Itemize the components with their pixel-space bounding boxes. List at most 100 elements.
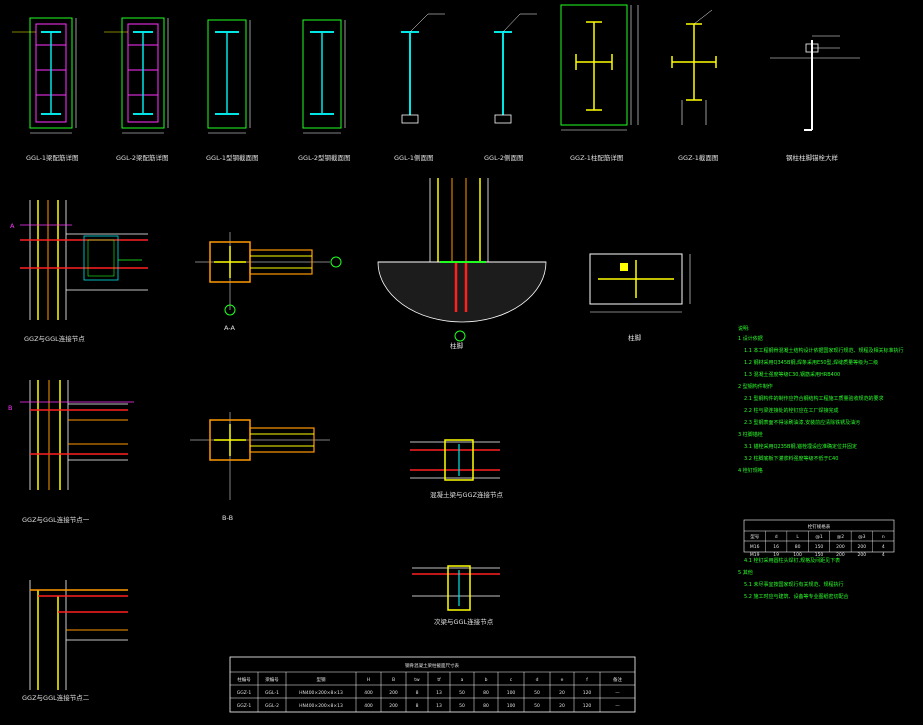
table-header-cell: a [461,678,464,683]
notes-line: 5 其他 [738,569,753,576]
stud-cell: M16 [750,544,760,550]
table-header-cell: tf [437,677,441,683]
table-cell: — [615,691,620,696]
detail-joint-one [20,380,134,490]
notes-line: 1.2 钢材采用Q345B钢,焊条采用E50型,焊缝质量等级为二级 [744,359,878,366]
notes-line: 3.1 锚栓采用Q235B钢,锚栓埋设应准确定位并固定 [744,443,857,450]
stud-header-cell: 型号 [750,533,759,540]
label-joint-two: GGZ与GGL连接节点二 [22,693,90,702]
detail-ggl2-side [494,13,537,124]
table-header-cell: b [485,677,488,683]
label-section-aa: A-A [224,324,236,332]
stud-header-cell: d [775,534,778,540]
label-ggz1-rebar: GGZ-1柱配筋详图 [570,153,623,162]
notes-line: 2 型钢构件制作 [738,383,773,390]
table-cell: 50 [534,690,540,696]
detail-anchor-bolt [770,35,860,131]
table-cell: 100 [507,703,516,709]
notes-line: 3.2 柱脚底板下灌浆料强度等级不低于C40 [744,455,838,462]
table-cell: GGZ-1 [237,690,252,696]
table-header-cell: 梁编号 [265,676,279,683]
table-cell: 8 [416,703,419,709]
table-cell: 80 [483,690,489,696]
section-tag-a: A [10,222,15,230]
stud-cell: 150 [815,544,824,550]
notes-line: 4.1 栓钉采用圆柱头焊钉,规格及间距见下表 [744,557,840,564]
table-header-cell: tw [414,677,420,683]
notes-line: 4 栓钉规格 [738,467,763,474]
stud-cell: 200 [858,552,867,558]
notes-line: 1.1 本工程钢骨混凝土结构设计依据国家现行规范、规程及相关标准执行 [744,347,904,354]
notes-line: 2.1 型钢构件的制作应符合钢结构工程施工质量验收规范的要求 [744,395,884,402]
stud-header-cell: L [796,534,799,540]
table-header-cell: H [367,677,370,683]
label-secondary-beam-joint: 次梁与GGL连接节点 [434,617,494,626]
label-ggl2-side: GGL-2侧面图 [484,153,524,162]
table-cell: 400 [364,690,373,696]
detail-ggz1-rebar [560,4,639,131]
detail-ggl1-rebar [12,17,77,134]
table-header-cell: 备注 [613,676,622,683]
detail-ggl2-section [302,19,346,134]
table-cell: 200 [389,703,398,709]
table-cell: HN400×200×8×13 [299,703,343,709]
stud-cell: 150 [815,552,824,558]
table-cell: GGL-1 [265,690,279,696]
label-ggz1-section: GGZ-1截面图 [678,153,718,162]
stud-cell: 80 [795,544,801,550]
notes-line: 5.2 施工时应与建筑、设备等专业图纸密切配合 [744,593,849,600]
design-notes: 说明: 1 设计依据 1.1 本工程钢骨混凝土结构设计依据国家现行规范、规程及相关… [738,325,904,600]
notes-line: 5.1 未尽事宜按国家现行有关规范、规程执行 [744,581,844,588]
table-header-cell: 型钢 [317,676,326,683]
notes-line: 1 设计依据 [738,335,763,342]
stud-table-title: 栓钉规格表 [808,523,831,530]
table-cell: 100 [507,690,516,696]
stud-header-cell: @2 [837,534,845,540]
table-cell: 50 [534,703,540,709]
table-cell: 200 [389,690,398,696]
detail-column-base [377,178,547,342]
table-header-cell: f [586,677,588,683]
table-cell: 50 [459,703,465,709]
table-cell: 80 [483,703,489,709]
stud-cell: 200 [858,544,867,550]
detail-joint-1 [20,200,148,320]
detail-secondary-beam-joint [412,565,500,611]
table-cell: HN400×200×8×13 [299,690,343,696]
detail-ggl1-section [207,19,251,134]
table-cell: 8 [416,690,419,696]
detail-concrete-beam-joint [410,439,500,481]
detail-base-plate [589,253,691,313]
notes-title: 说明: [738,325,750,332]
label-joint-1: GGZ与GGL连接节点 [24,334,85,343]
label-anchor-bolt: 钢柱柱脚锚栓大样 [786,153,839,162]
table-title: 钢骨混凝土梁柱截面尺寸表 [405,662,459,669]
table-cell: 13 [436,690,442,696]
stud-cell: 200 [836,544,845,550]
detail-section-aa [195,232,342,316]
detail-joint-two [29,580,128,690]
label-base-plate: 柱脚 [628,333,642,342]
stud-cell: 4 [882,544,885,550]
label-ggl1-rebar: GGL-1梁配筋详图 [26,153,79,162]
table-cell: 120 [583,703,592,709]
table-header-cell: d [536,677,539,683]
table-header-cell: e [561,678,564,683]
label-section-bb: B-B [222,514,233,522]
label-ggl2-section: GGL-2型钢截面图 [298,153,351,162]
label-ggl2-rebar: GGL-2梁配筋详图 [116,153,169,162]
label-ggl1-side: GGL-1侧面图 [394,153,434,162]
label-ggl1-section: GGL-1型钢截面图 [206,153,259,162]
stud-header-cell: n [882,535,885,540]
detail-ggz1-section [671,9,717,125]
notes-line: 3 柱脚锚栓 [738,431,763,438]
table-cell: — [615,704,620,709]
table-cell: 13 [436,703,442,709]
stud-cell: 200 [836,552,845,558]
detail-section-bb [190,412,330,500]
table-cell: 120 [583,690,592,696]
